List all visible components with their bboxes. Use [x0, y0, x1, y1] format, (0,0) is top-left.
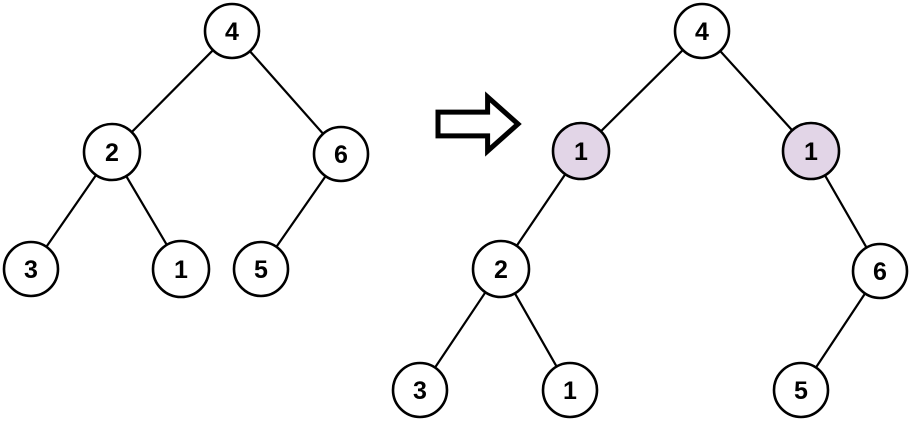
tree-edge: [274, 174, 328, 249]
tree-edge: [513, 291, 559, 369]
tree-edge: [718, 49, 794, 133]
tree-edge: [44, 173, 98, 249]
tree-node[interactable]: 5: [232, 240, 290, 298]
tree-node-circle-highlighted[interactable]: [551, 121, 611, 181]
tree-edge: [515, 172, 567, 248]
transform-arrow-layer: [435, 91, 522, 157]
tree-edges-layer: [44, 48, 869, 370]
tree-node[interactable]: 1: [551, 121, 611, 181]
tree-edge: [814, 291, 867, 370]
tree-node[interactable]: 2: [471, 239, 531, 299]
tree-node[interactable]: 6: [851, 242, 909, 300]
tree-node[interactable]: 1: [541, 361, 599, 419]
tree-node[interactable]: 3: [391, 361, 449, 419]
tree-node-circle[interactable]: [312, 125, 370, 183]
tree-node-circle[interactable]: [471, 239, 531, 299]
tree-edge: [124, 174, 169, 247]
tree-node[interactable]: 2: [82, 122, 142, 182]
tree-node-circle[interactable]: [673, 2, 731, 60]
tree-node-circle[interactable]: [203, 2, 261, 60]
tree-node[interactable]: 1: [151, 239, 211, 299]
tree-edge: [433, 290, 488, 370]
tree-node-circle[interactable]: [232, 240, 290, 298]
tree-node-circle[interactable]: [2, 240, 60, 298]
tree-node[interactable]: 5: [772, 361, 830, 419]
transform-arrow-icon: [435, 91, 522, 157]
tree-edge: [823, 173, 869, 250]
tree-edge: [599, 48, 685, 134]
tree-node[interactable]: 4: [673, 2, 731, 60]
tree-node-circle[interactable]: [82, 122, 142, 182]
tree-node-circle[interactable]: [851, 242, 909, 300]
tree-node-circle[interactable]: [772, 361, 830, 419]
tree-edge: [248, 49, 325, 136]
tree-edge: [129, 48, 215, 134]
tree-node[interactable]: 3: [2, 240, 60, 298]
tree-node-circle[interactable]: [541, 361, 599, 419]
tree-node-circle[interactable]: [151, 239, 211, 299]
tree-node[interactable]: 4: [203, 2, 261, 60]
tree-node-circle[interactable]: [391, 361, 449, 419]
tree-node-circle-highlighted[interactable]: [781, 121, 841, 181]
tree-node[interactable]: 6: [312, 125, 370, 183]
tree-node[interactable]: 1: [781, 121, 841, 181]
